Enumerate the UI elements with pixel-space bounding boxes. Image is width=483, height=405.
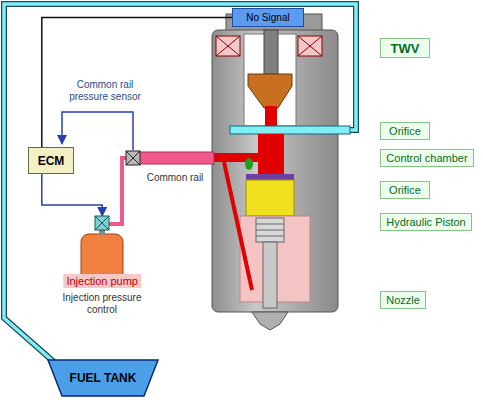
inlet-orifice-dot bbox=[245, 158, 253, 170]
part-label-box: Hydraulic Piston bbox=[380, 213, 472, 231]
node-text: Hydraulic Piston bbox=[386, 216, 465, 228]
common-rail bbox=[138, 152, 214, 164]
injector-body bbox=[212, 30, 338, 312]
node-text: Nozzle bbox=[386, 294, 420, 306]
nozzle-spring bbox=[256, 218, 284, 242]
sensor-signal-line bbox=[62, 112, 133, 150]
node-text: Injection pump bbox=[63, 274, 141, 288]
node-text: No Signal bbox=[246, 12, 289, 23]
control-chamber bbox=[258, 134, 284, 176]
signal-wire bbox=[42, 18, 232, 148]
part-label-box: Orifice bbox=[380, 181, 430, 199]
node-text: Orifice bbox=[389, 184, 421, 196]
rail-label: Common rail bbox=[134, 172, 216, 184]
status-box: No Signal bbox=[232, 8, 304, 27]
nozzle-needle bbox=[263, 242, 277, 308]
valve-seat bbox=[265, 106, 277, 128]
injection-pump: Injection pump bbox=[57, 216, 147, 288]
pressure-control-valve bbox=[95, 216, 109, 230]
nozzle-tip bbox=[252, 312, 288, 330]
node-text: ECM bbox=[38, 154, 65, 168]
fuel-tank: FUEL TANK bbox=[48, 360, 158, 396]
part-label-box: TWV bbox=[380, 38, 430, 58]
sensor-label: Common rail pressure sensor bbox=[62, 79, 148, 103]
node-text: TWV bbox=[391, 41, 420, 56]
ecm-box: ECM bbox=[28, 147, 74, 174]
inlet-orifice bbox=[246, 174, 294, 180]
return-line bbox=[4, 4, 356, 362]
part-label-box: Nozzle bbox=[380, 291, 426, 309]
part-label-box: Control chamber bbox=[380, 149, 474, 167]
pump-pipe bbox=[108, 158, 140, 224]
twv-valve bbox=[248, 74, 292, 108]
part-label-box: Orifice bbox=[380, 122, 430, 140]
return-line bbox=[4, 4, 356, 362]
signal-wire bbox=[42, 174, 102, 216]
node-text: FUEL TANK bbox=[70, 371, 137, 385]
high-pressure-passage bbox=[224, 162, 252, 290]
valve-stem bbox=[264, 30, 278, 74]
hydraulic-piston bbox=[246, 180, 294, 216]
pressure-sensor bbox=[126, 151, 140, 165]
pump-control-label: Injection pressure control bbox=[52, 292, 152, 316]
pump-neck bbox=[99, 230, 105, 235]
node-text: Control chamber bbox=[386, 152, 467, 164]
outlet-orifice bbox=[230, 126, 350, 134]
valve-cross bbox=[95, 216, 109, 230]
tank-outline bbox=[48, 360, 158, 396]
node-text: Orifice bbox=[389, 125, 421, 137]
fuel-passage bbox=[212, 153, 260, 162]
